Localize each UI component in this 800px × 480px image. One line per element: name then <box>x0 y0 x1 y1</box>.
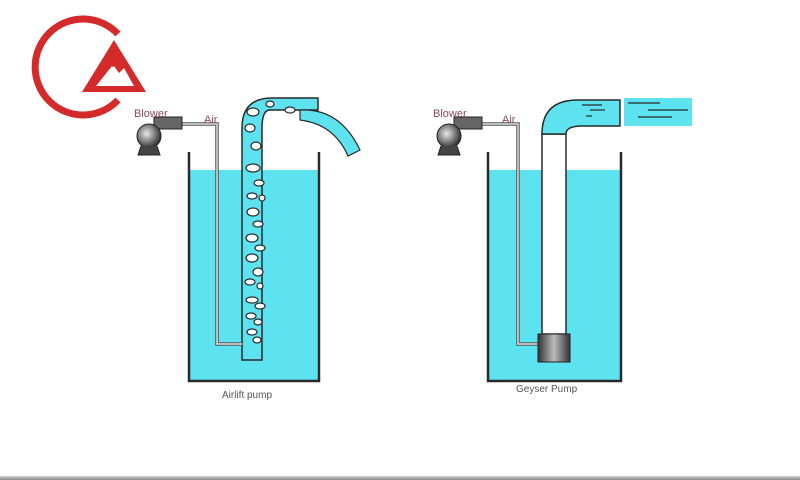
riser-pipe <box>541 133 567 335</box>
blower-icon <box>136 116 183 156</box>
geyser-caption: Geyser Pump <box>516 384 578 395</box>
airlift-pump-diagram <box>136 97 361 383</box>
discharge-stream <box>624 98 692 126</box>
airlift-air-label: Air <box>204 114 218 126</box>
bottom-edge-bar <box>0 476 800 480</box>
tank-outline <box>187 152 321 383</box>
geyser-pump-diagram <box>436 98 692 383</box>
geyser-air-label: Air <box>502 114 516 126</box>
foot-piece <box>537 333 571 363</box>
tank-outline <box>486 152 623 383</box>
discharge-spout <box>299 109 361 157</box>
geyser-blower-label: Blower <box>433 108 467 120</box>
pipe-elbow <box>541 99 621 135</box>
airlift-blower-label: Blower <box>134 108 168 120</box>
airlift-caption: Airlift pump <box>222 390 273 401</box>
brand-logo-icon <box>31 15 146 119</box>
air-bubbles <box>244 100 296 344</box>
riser-pipe <box>241 97 319 361</box>
blower-icon <box>436 116 483 156</box>
